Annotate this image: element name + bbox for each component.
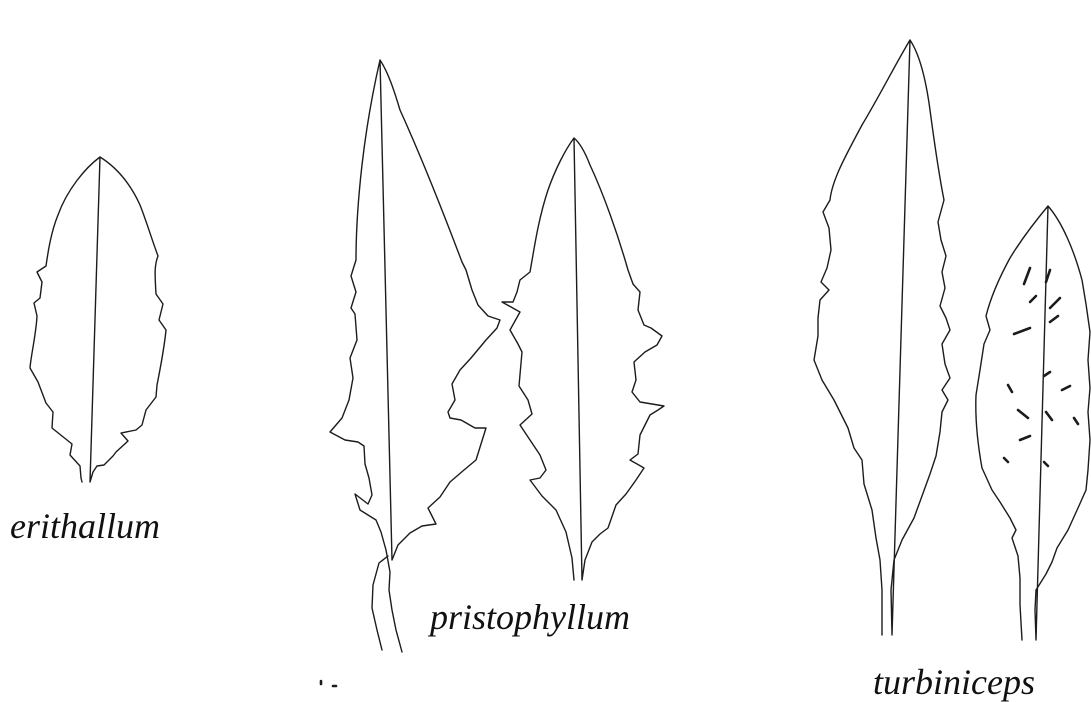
stray-mark <box>321 681 336 686</box>
pristophyllum-leaf-1 <box>330 60 500 652</box>
turbiniceps-leaf-2 <box>976 206 1090 640</box>
pristophyllum-leaf-2 <box>502 138 664 580</box>
label-pristophyllum: pristophyllum <box>430 599 630 635</box>
erithallum-leaf <box>30 157 166 482</box>
label-erithallum: erithallum <box>10 508 160 544</box>
turbiniceps-leaf-1 <box>814 40 950 635</box>
label-turbiniceps: turbiniceps <box>873 664 1035 700</box>
